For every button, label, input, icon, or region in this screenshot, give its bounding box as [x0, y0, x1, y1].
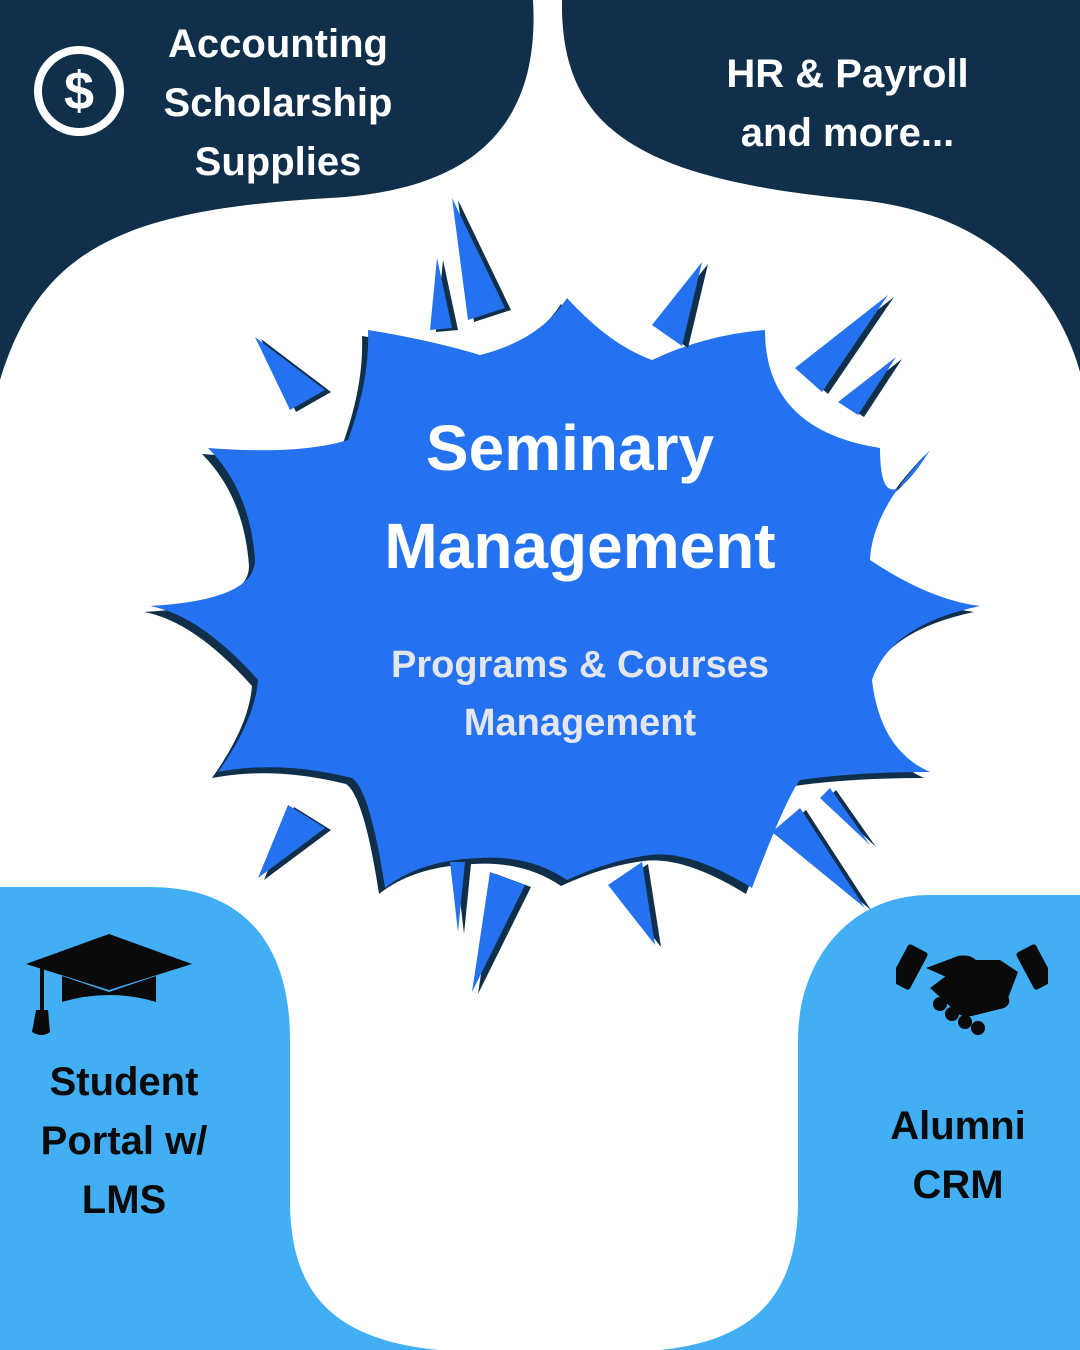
center-title: Seminary Management [300, 416, 860, 612]
central-burst [150, 298, 980, 888]
top-left-panel [0, 0, 534, 380]
bottom-right-label: Alumni CRM [860, 1106, 1056, 1224]
dollar-circle-icon: $ [34, 46, 124, 136]
subtitle-line: Management [463, 702, 697, 744]
center-subtitle: Programs & Courses Management [330, 646, 830, 762]
label-line: LMS [81, 1178, 167, 1222]
label-line: Supplies [194, 140, 362, 184]
bottom-left-panel [0, 887, 440, 1350]
graduation-cap-icon [26, 934, 192, 1035]
label-line: CRM [912, 1163, 1004, 1207]
label-line: Alumni [890, 1104, 1026, 1148]
label-line: Scholarship [163, 81, 393, 125]
title-line: Management [384, 510, 776, 582]
label-line: Student [49, 1060, 199, 1104]
label-line: Accounting [168, 22, 388, 66]
handshake-icon [896, 944, 1048, 1035]
svg-text:$: $ [64, 61, 94, 121]
title-line: Seminary [425, 412, 715, 484]
label-line: and more... [740, 111, 955, 155]
subtitle-line: Programs & Courses [390, 644, 769, 686]
bottom-left-label: Student Portal w/ LMS [18, 1062, 230, 1239]
label-line: Portal w/ [40, 1119, 208, 1163]
top-right-panel [561, 0, 1080, 372]
top-right-label: HR & Payroll and more... [700, 54, 995, 172]
top-left-label: Accounting Scholarship Supplies [148, 24, 408, 201]
burst-spikes [255, 198, 902, 994]
label-line: HR & Payroll [726, 52, 969, 96]
